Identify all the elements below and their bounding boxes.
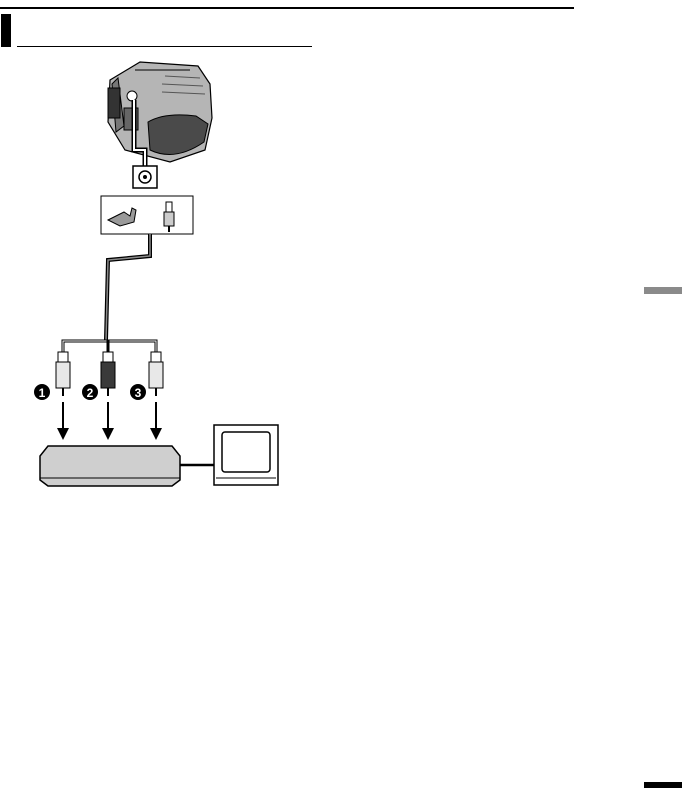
arrow-3 [150,402,162,440]
tv-icon [214,425,278,485]
arrow-1 [57,402,69,440]
callout-2-number: 2 [87,386,94,400]
callout-1-number: 1 [39,386,46,400]
callout-1: 1 [34,384,50,400]
rca-plug-2 [101,352,115,396]
rca-plug-1 [56,352,70,396]
callout-3-number: 3 [135,386,142,400]
camcorder-icon [108,62,212,162]
vcr-icon [40,446,214,486]
plug-detail-icon [101,196,193,234]
av-jack-icon [133,166,157,188]
arrow-2 [102,402,114,440]
callout-3: 3 [130,384,146,400]
callout-2: 2 [82,384,98,400]
rca-plug-3 [149,352,163,396]
